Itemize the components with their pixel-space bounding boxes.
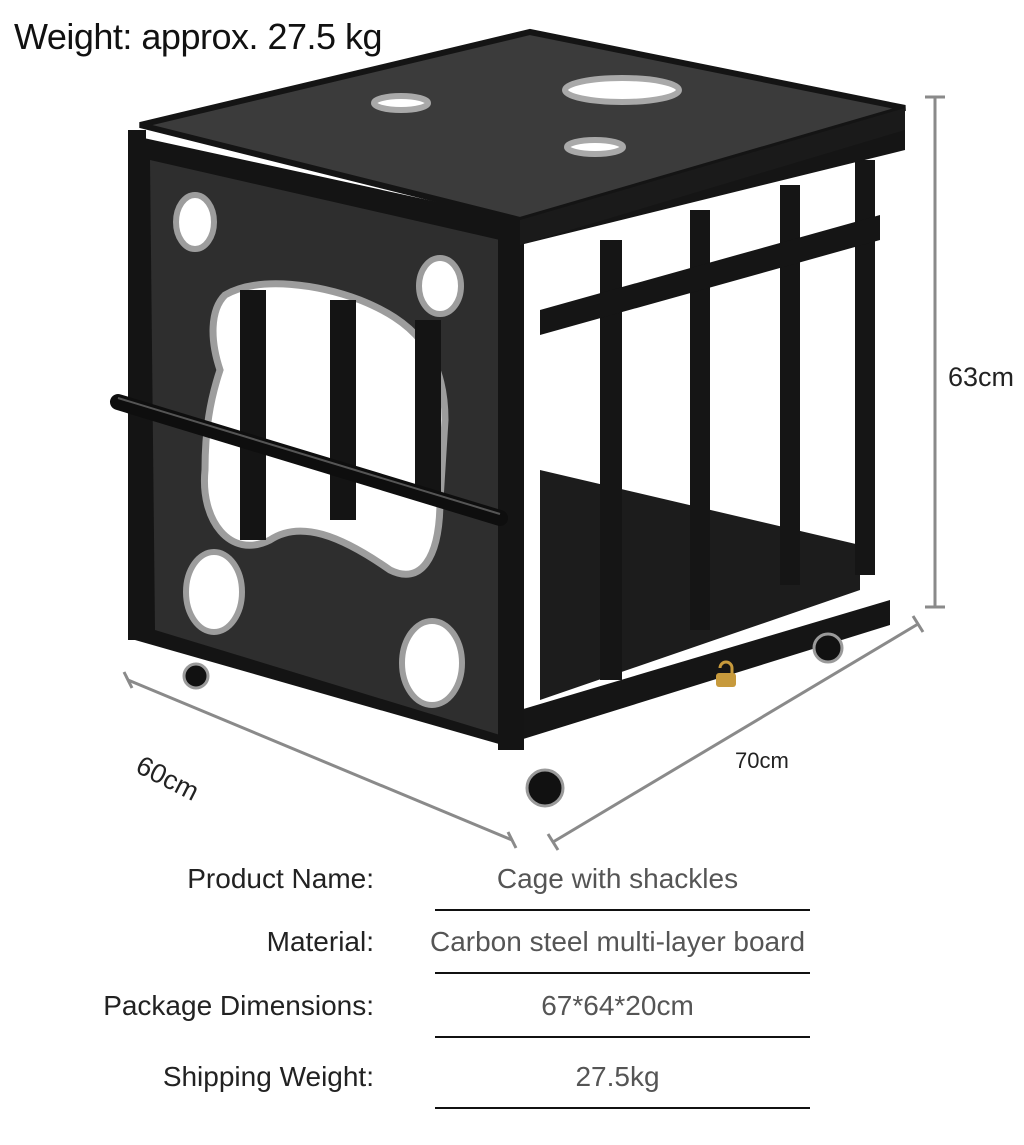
spec-value: Carbon steel multi-layer board — [429, 926, 806, 957]
spec-value: Cage with shackles — [496, 863, 739, 894]
spec-row-shipping-weight: Shipping Weight: 27.5kg — [0, 1051, 1024, 1111]
height-dimension-label: 63cm — [948, 362, 1015, 392]
front-panel — [128, 130, 524, 750]
spec-row-product-name: Product Name: Cage with shackles — [0, 853, 1024, 913]
spec-underline — [435, 1107, 810, 1109]
spec-label: Shipping Weight: — [162, 1061, 374, 1092]
depth-dimension-label: 70cm — [735, 748, 789, 773]
spec-label: Material: — [266, 926, 374, 957]
spec-value: 27.5kg — [575, 1061, 660, 1092]
spec-value: 67*64*20cm — [541, 990, 694, 1021]
spec-label: Package Dimensions: — [103, 990, 374, 1021]
spec-label: Product Name: — [187, 863, 374, 894]
spec-row-material: Material: Carbon steel multi-layer board — [0, 916, 1024, 976]
shackle-bar — [110, 394, 508, 526]
top-panel — [139, 28, 906, 245]
caster-wheels — [182, 632, 844, 808]
dimension-lines — [122, 95, 945, 851]
product-image — [110, 28, 945, 851]
padlock-icon — [716, 660, 736, 687]
spec-underline — [435, 909, 810, 911]
weight-title: Weight: approx. 27.5 kg — [14, 16, 383, 57]
spec-underline — [435, 1036, 810, 1038]
spec-underline — [435, 972, 810, 974]
spec-row-package-dimensions: Package Dimensions: 67*64*20cm — [0, 980, 1024, 1040]
